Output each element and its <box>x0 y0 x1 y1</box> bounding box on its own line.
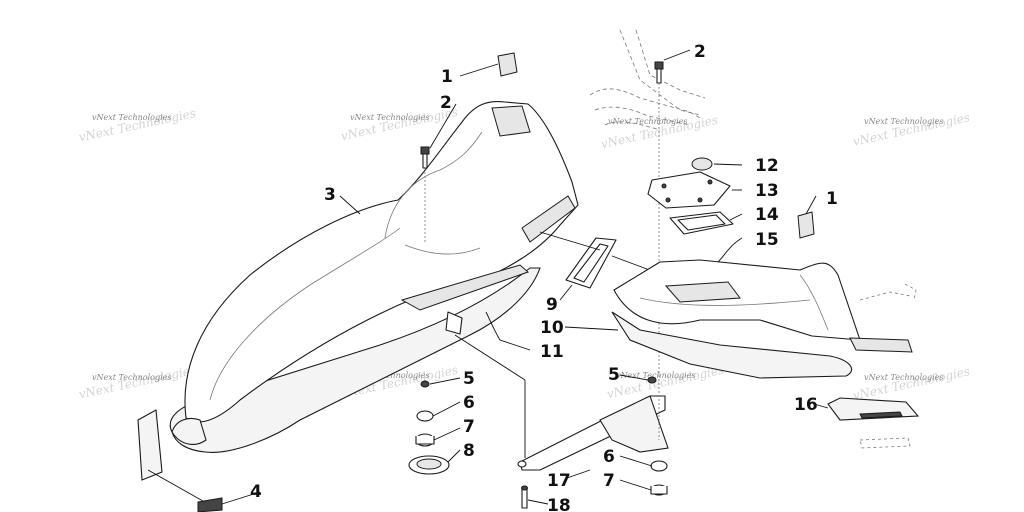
callout-17: 17 <box>547 471 571 491</box>
svg-text:vNext Technologies: vNext Technologies <box>77 363 197 401</box>
svg-text:vNext Technologies: vNext Technologies <box>92 113 171 122</box>
rear-cowl <box>613 259 917 353</box>
gasket-14 <box>669 211 734 235</box>
svg-text:vNext Technologies: vNext Technologies <box>864 373 943 382</box>
leader-lines <box>221 49 829 505</box>
callout-14: 14 <box>755 205 779 225</box>
svg-text:vNext Technologies: vNext Technologies <box>92 373 171 382</box>
callout-8: 8 <box>463 441 475 461</box>
screw-right <box>654 61 664 440</box>
washer-6-right <box>650 460 668 472</box>
grip-pad-upper <box>497 52 518 77</box>
mount-bracket <box>454 334 669 471</box>
callout-16: 16 <box>794 395 818 415</box>
watermark-5: vNext Technologies vNext Technologies <box>77 363 197 401</box>
callout-1-upper: 1 <box>441 67 453 87</box>
callout-7-right: 7 <box>603 471 615 491</box>
seat-top-notch <box>491 105 531 137</box>
callout-3: 3 <box>324 185 336 205</box>
seat-side-vent <box>521 195 576 243</box>
svg-text:vNext Technologies: vNext Technologies <box>616 371 695 380</box>
rear-flap <box>611 311 853 379</box>
callout-10: 10 <box>540 318 564 338</box>
callout-7-left: 7 <box>463 417 475 437</box>
callout-9: 9 <box>546 295 558 315</box>
seat-body <box>184 100 579 423</box>
bolt-18 <box>521 485 528 509</box>
callout-4: 4 <box>250 482 262 502</box>
seat-base-pan <box>169 267 541 453</box>
seat-bracket-tab <box>445 311 463 335</box>
svg-text:vNext Technologies: vNext Technologies <box>350 113 429 122</box>
callout-11: 11 <box>540 342 564 362</box>
callout-6-left: 6 <box>463 393 475 413</box>
side-panel <box>827 397 920 449</box>
plug-12 <box>691 157 713 171</box>
gasket-9 <box>539 231 656 289</box>
svg-text:vNext Technologies: vNext Technologies <box>864 117 943 126</box>
callout-5-right: 5 <box>608 365 620 385</box>
watermark-7: vNext Technologies vNext Technologies <box>606 363 726 401</box>
seat-back-contour <box>384 131 483 239</box>
seat-nose <box>171 417 207 445</box>
grip-panel-left <box>137 409 223 512</box>
watermark-8: vNext Technologies vNext Technologies <box>852 364 972 402</box>
callout-12: 12 <box>755 156 779 176</box>
hardware-stack-right <box>647 376 668 496</box>
seat-assembly <box>169 100 579 453</box>
seat-crown-line <box>209 227 401 401</box>
svg-text:vNext Technologies: vNext Technologies <box>77 106 197 144</box>
mount-plate <box>647 171 731 209</box>
screw-left <box>420 146 430 242</box>
watermark-4: vNext Technologies vNext Technologies <box>852 110 972 148</box>
callout-labels: 1 2 3 4 5 6 7 8 9 10 11 12 13 14 15 16 1… <box>250 42 838 512</box>
grip-pad-right <box>797 211 815 239</box>
hardware-stack-left <box>408 380 450 475</box>
washer-6-left <box>416 410 434 422</box>
callout-1-right: 1 <box>826 189 838 209</box>
callout-2-right: 2 <box>694 42 706 62</box>
callout-18: 18 <box>547 496 571 512</box>
seat-strap <box>400 264 529 311</box>
callout-6-right: 6 <box>603 447 615 467</box>
svg-text:vNext Technologies: vNext Technologies <box>606 363 726 401</box>
watermark-1: vNext Technologies vNext Technologies <box>77 106 197 144</box>
nut-5-left <box>420 380 430 388</box>
callout-15: 15 <box>755 230 779 250</box>
callout-13: 13 <box>755 181 779 201</box>
callout-2-left: 2 <box>440 93 452 113</box>
frame-ghost <box>589 29 706 131</box>
nut-5-right <box>647 376 657 384</box>
svg-text:vNext Technologies: vNext Technologies <box>852 364 972 402</box>
seat-center-contour <box>404 244 481 255</box>
callout-5-left: 5 <box>463 369 475 389</box>
svg-text:vNext Technologies: vNext Technologies <box>608 117 687 126</box>
